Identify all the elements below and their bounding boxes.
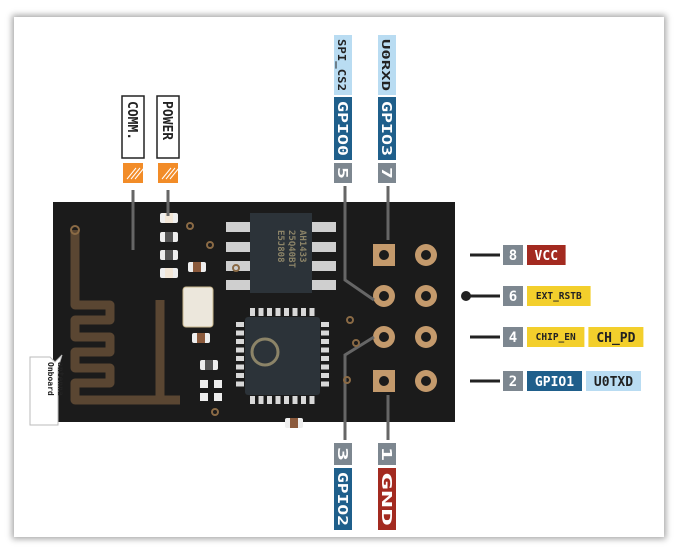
chip-marking: 25Q40BT xyxy=(286,230,296,269)
pin-label-text: 3 xyxy=(334,447,349,461)
module-board: AH143325Q40BTE5J808 xyxy=(53,186,455,440)
via xyxy=(343,376,351,384)
pin-7-labels: 7 GPIO3 U0RXD xyxy=(378,35,396,183)
pin-number: 6 xyxy=(509,289,517,305)
pin-label-text: U0RXD xyxy=(379,39,392,92)
pin-label-text: 5 xyxy=(334,167,349,179)
pin-label-text: 7 xyxy=(378,167,393,179)
pin-label-text: CH_PD xyxy=(596,331,635,346)
header-pin xyxy=(373,244,395,266)
header-pin xyxy=(373,370,395,392)
pin-label-text: GPIO3 xyxy=(378,101,393,156)
pin-label-text: GPIO0 xyxy=(334,101,349,156)
pin-8-labels: 8 VCC xyxy=(470,245,566,265)
pin-label-text: EXT_RSTB xyxy=(536,291,582,302)
via xyxy=(186,222,194,230)
pin-2-labels: 2 GPIO1 U0TXD xyxy=(470,371,641,391)
pin-label-text: U0TXD xyxy=(594,375,633,390)
esp8266-chip xyxy=(236,308,329,404)
chip-marking: E5J808 xyxy=(275,230,285,263)
flash-chip: AH143325Q40BTE5J808 xyxy=(226,213,336,293)
pin-number: 8 xyxy=(509,248,517,264)
led-power: POWER xyxy=(156,95,180,216)
antenna-label: Onboardantenna xyxy=(46,362,65,396)
crystal xyxy=(182,286,214,328)
pin-label-text: SPI_CS2 xyxy=(335,39,348,91)
led-label: COMM. xyxy=(124,101,139,140)
reset-dot xyxy=(461,291,471,301)
via xyxy=(346,316,354,324)
pin-number: 4 xyxy=(509,330,517,346)
svg-text:AH143325Q40BTE5J808: AH143325Q40BTE5J808 xyxy=(275,230,307,269)
header-pin xyxy=(373,326,395,348)
pin-6-labels: 6 EXT_RSTB xyxy=(461,286,591,306)
pin-label-text: 1 xyxy=(378,447,393,461)
header-pin xyxy=(373,285,395,307)
led-indicators: COMM. POWER xyxy=(121,95,180,250)
header-pin xyxy=(415,244,437,266)
via xyxy=(211,408,219,416)
header-pin xyxy=(415,285,437,307)
smd-components xyxy=(160,213,360,428)
led-label: POWER xyxy=(159,101,174,140)
pin-4-labels: 4 CHIP_EN CH_PD xyxy=(470,327,644,347)
antenna-callout: Onboardantenna xyxy=(29,354,65,426)
via xyxy=(206,241,214,249)
header-pin xyxy=(415,326,437,348)
pin-5-labels: 5 GPIO0 SPI_CS2 xyxy=(334,35,352,183)
pin-label-text: CHIP_EN xyxy=(536,332,576,343)
header-pin xyxy=(415,370,437,392)
via xyxy=(352,339,360,347)
via xyxy=(70,225,80,235)
via xyxy=(232,264,240,272)
pin-header xyxy=(343,186,437,440)
pin-label-text: VCC xyxy=(535,249,558,264)
led-comm: COMM. xyxy=(121,95,145,250)
pin-label-text: GPIO1 xyxy=(535,375,574,390)
pin-label-text: GND xyxy=(378,472,393,526)
pin-number: 2 xyxy=(509,374,517,390)
espressif-logo-icon xyxy=(250,337,280,367)
pin-label-text: GPIO2 xyxy=(334,472,349,526)
antenna-trace xyxy=(70,230,180,405)
chip-marking: AH1433 xyxy=(297,230,307,263)
